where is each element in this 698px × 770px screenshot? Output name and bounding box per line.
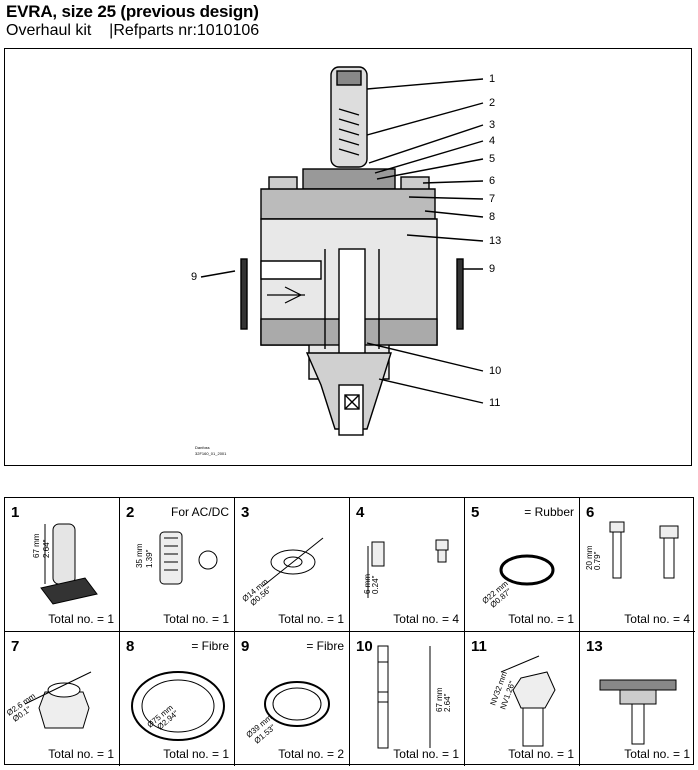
dimension-label: 2.64" <box>42 539 51 558</box>
part-total: Total no. = 1 <box>48 612 114 626</box>
part-total: Total no. = 4 <box>393 612 459 626</box>
subtitle-refparts: |Refparts nr:1010106 <box>109 22 260 39</box>
dimension-label: 67 mm <box>32 533 41 558</box>
callout-9-left: 9 <box>191 271 198 283</box>
callout-2: 2 <box>489 97 496 109</box>
dimension-label: 35 mm <box>135 543 144 568</box>
part-number: 1 <box>11 504 20 521</box>
part-total: Total no. = 2 <box>278 747 344 761</box>
callout-3: 3 <box>489 119 496 131</box>
callout-8: 8 <box>489 211 496 223</box>
callout-11: 11 <box>489 397 501 409</box>
dimension-label: 1.39" <box>145 549 154 568</box>
part-number: 5 <box>471 504 480 521</box>
part-total: Total no. = 1 <box>624 747 690 761</box>
callout-5: 5 <box>489 153 496 165</box>
part-note: For AC/DC <box>170 505 229 519</box>
credit-danfoss: Danfoss <box>195 445 210 450</box>
part-total: Total no. = 4 <box>624 612 690 626</box>
callout-10: 10 <box>489 365 502 377</box>
callout-7: 7 <box>489 193 496 205</box>
right-gasket-shape <box>456 258 464 330</box>
part-number: 2 <box>126 504 135 521</box>
part-note: = Rubber <box>524 505 574 519</box>
callout-9-right: 9 <box>489 263 496 275</box>
dimension-label: 0.79" <box>593 551 602 570</box>
part-total: Total no. = 1 <box>508 612 574 626</box>
callout-13: 13 <box>489 235 502 247</box>
part-total: Total no. = 1 <box>508 747 574 761</box>
part-total: Total no. = 1 <box>48 747 114 761</box>
dimension-label: 67 mm <box>435 687 444 712</box>
part-number: 8 <box>126 638 135 655</box>
part-total: Total no. = 1 <box>163 612 229 626</box>
part-number: 11 <box>471 638 487 655</box>
part-number: 10 <box>356 638 373 655</box>
part-total: Total no. = 1 <box>278 612 344 626</box>
left-gasket-shape <box>240 258 248 330</box>
part-number: 6 <box>586 504 595 521</box>
dimension-label: 6 mm <box>363 574 372 594</box>
credit-code: 32F160_01_2001 <box>195 451 227 456</box>
part-number: 7 <box>11 638 20 655</box>
part-number: 3 <box>241 504 250 521</box>
valve-cross-section-drawing: 1 2 3 4 5 6 7 8 13 9 9 10 11 Danfoss 32F… <box>4 48 692 466</box>
page-title: EVRA, size 25 (previous design) <box>6 2 259 21</box>
part-number: 9 <box>241 638 250 655</box>
part-note: = Fibre <box>191 639 229 653</box>
part-number: 4 <box>356 504 365 521</box>
part-drawing-13 <box>599 679 677 745</box>
dimension-label: 2.64" <box>443 693 452 712</box>
callout-4: 4 <box>489 135 496 147</box>
part-number: 13 <box>586 638 603 655</box>
valve-drawing-svg <box>200 66 484 436</box>
dimension-label: 20 mm <box>585 545 594 570</box>
callout-1: 1 <box>489 73 496 85</box>
part-note: = Fibre <box>306 639 344 653</box>
armature-tube-shape <box>330 66 368 168</box>
subtitle-kit: Overhaul kit <box>6 22 92 39</box>
part-total: Total no. = 1 <box>393 747 459 761</box>
dimension-label: 0.24" <box>371 575 380 594</box>
page-subtitle: Overhaul kit |Refparts nr:1010106 <box>6 22 259 40</box>
callout-6: 6 <box>489 175 496 187</box>
part-total: Total no. = 1 <box>163 747 229 761</box>
